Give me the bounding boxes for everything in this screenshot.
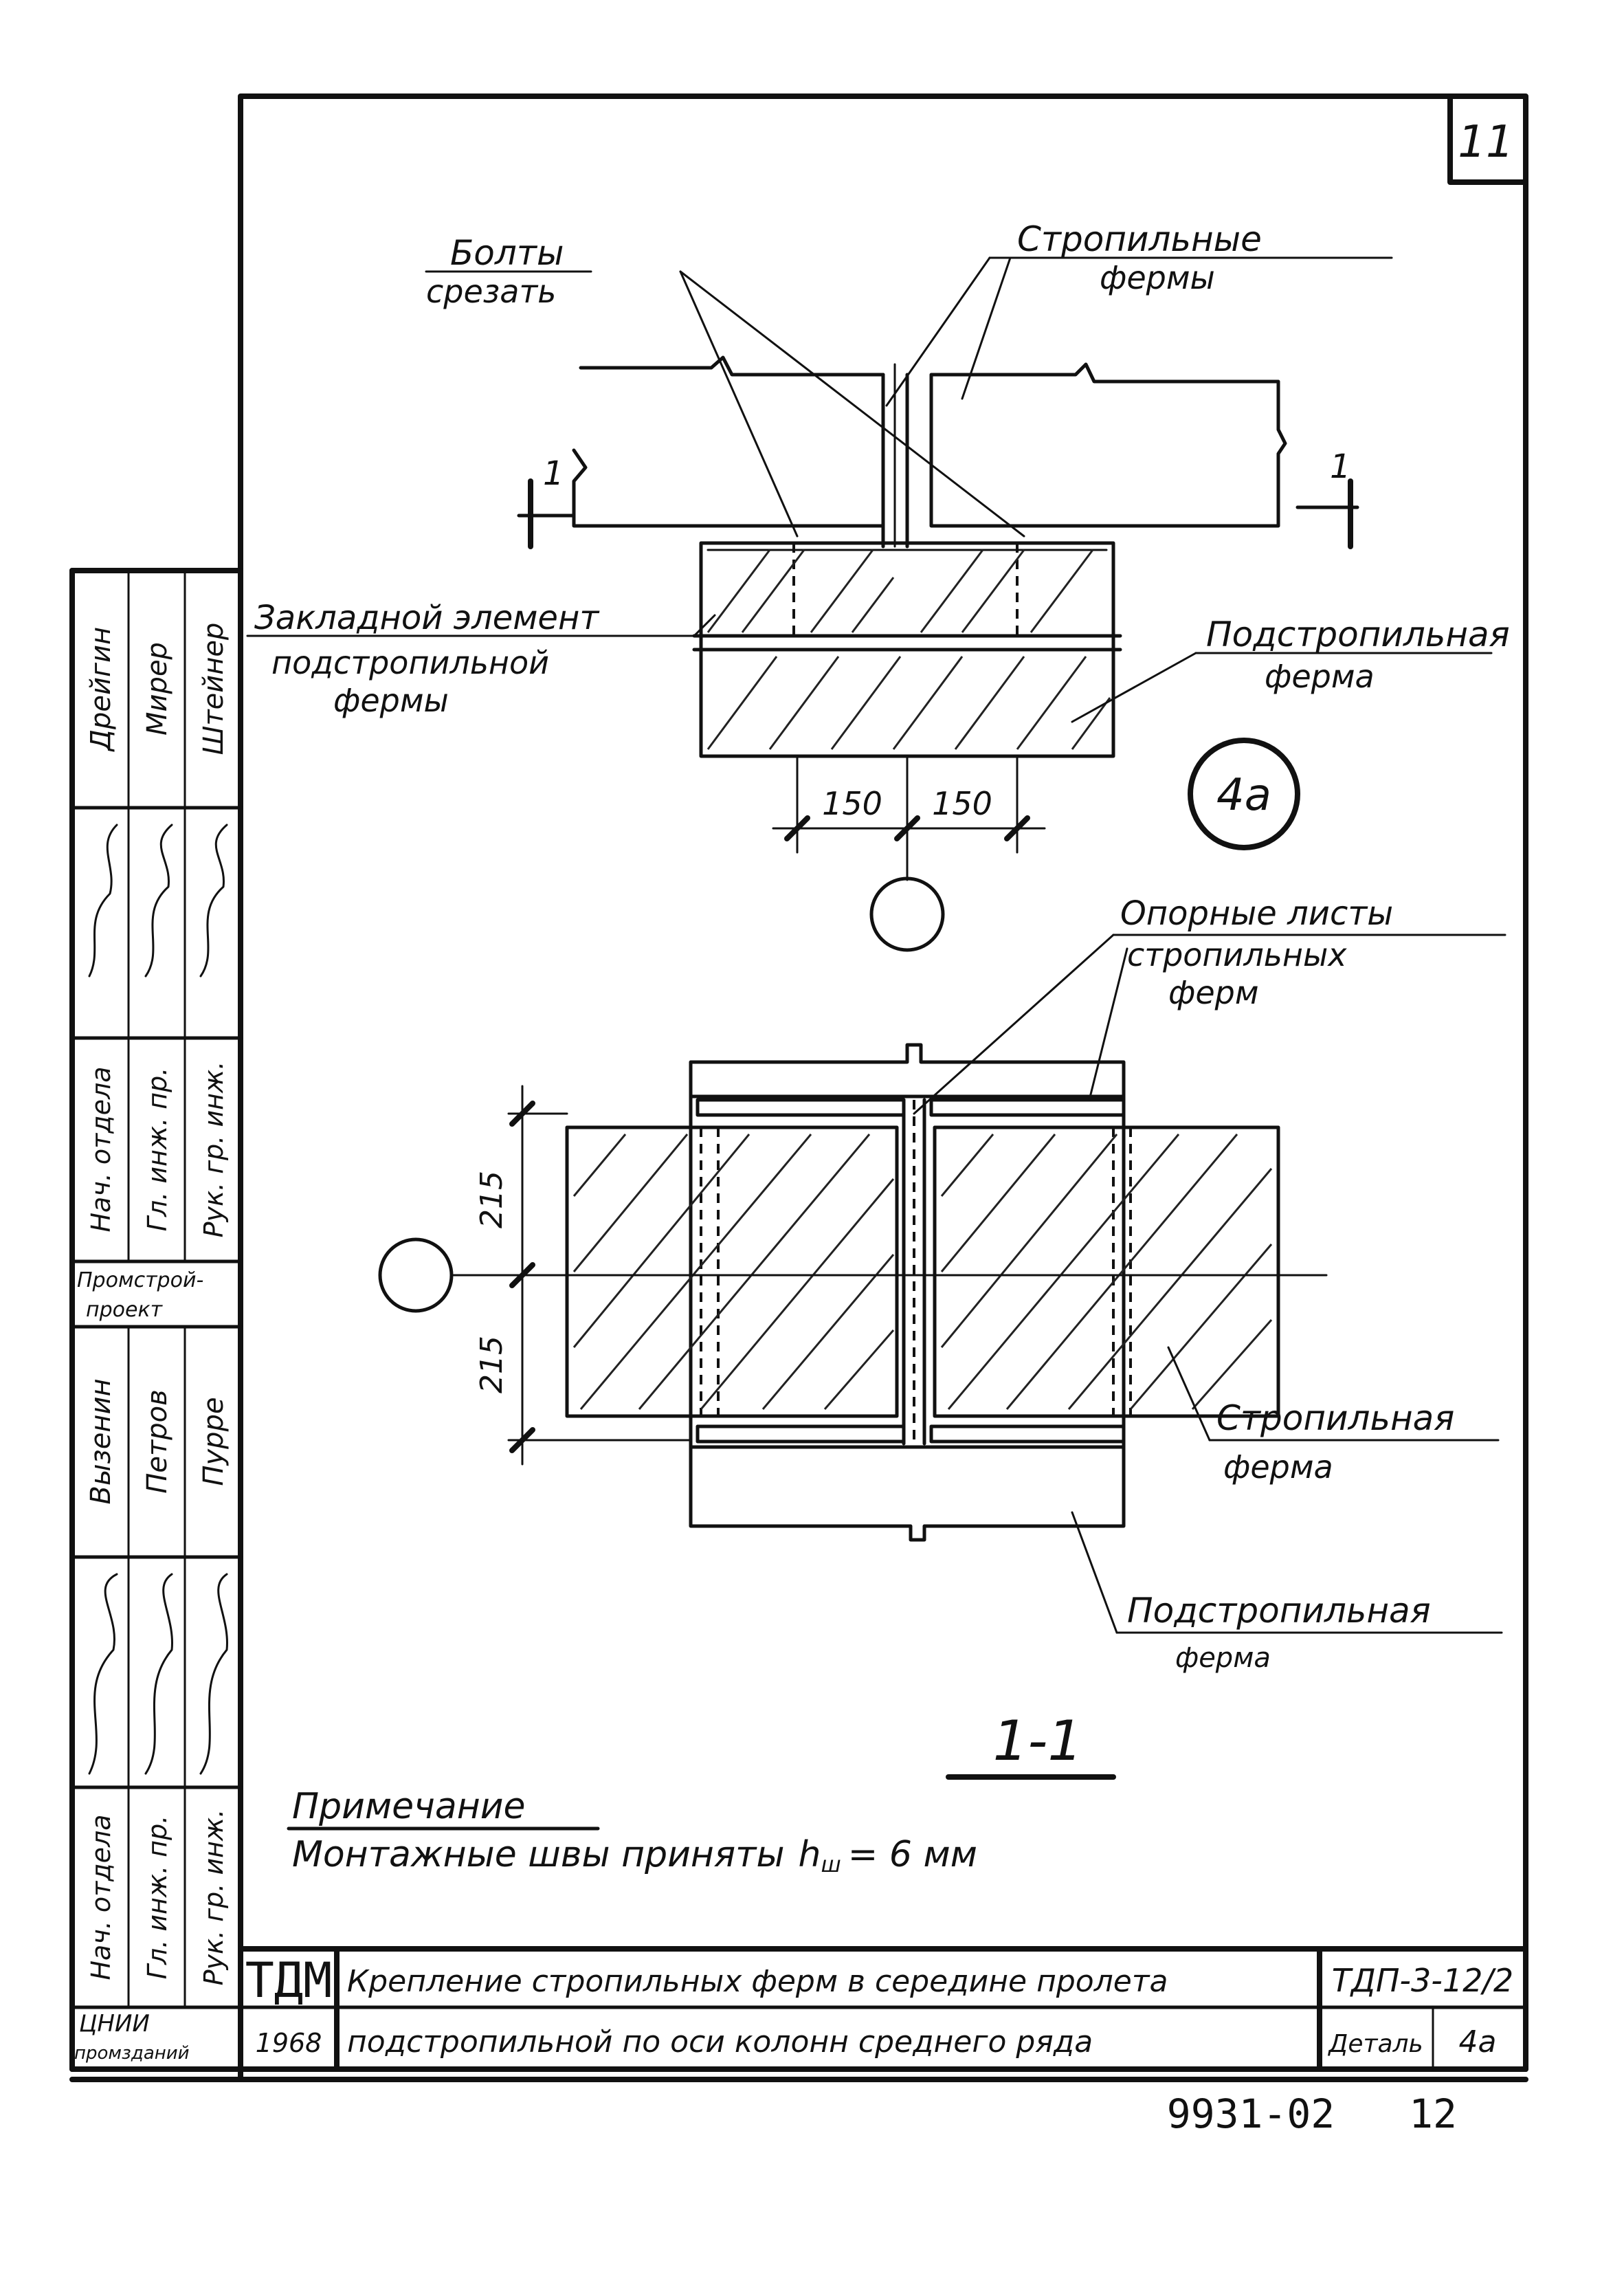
sheet-number: 11 xyxy=(1458,117,1513,168)
note-symbol: h xyxy=(799,1834,821,1875)
org-mark: ТДМ xyxy=(245,1952,332,2009)
label-sub-truss-top-2: ферма xyxy=(1265,658,1375,695)
stamp-institute: ЦНИИ xyxy=(79,2010,150,2038)
stamp-role-5: Гл. инж. пр. xyxy=(142,1815,173,1980)
stamp-role-6: Рук. гр. инж. xyxy=(199,1809,229,1986)
stamp-role-4: Нач. отдела xyxy=(86,1814,116,1980)
drawing-number: 9931-02 xyxy=(1167,2090,1335,2137)
dim-150-right: 150 xyxy=(932,785,992,822)
label-rafter-truss-1: Стропильная xyxy=(1216,1398,1454,1438)
leaders-section xyxy=(913,934,1506,1634)
label-embedded-2: подстропильной xyxy=(271,644,549,681)
label-rafter-trusses-1: Стропильные xyxy=(1017,219,1262,259)
sheet-frame xyxy=(69,93,1528,2082)
label-sub-truss-top-1: Подстропильная xyxy=(1206,615,1510,654)
label-support-sheets-1: Опорные листы xyxy=(1120,894,1393,933)
hatching-section-right xyxy=(940,1134,1273,1410)
note: Примечание Монтажные швы приняты hш = 6 мм xyxy=(287,1786,977,1877)
title-line2: подстропильной по оси колонн среднего ря… xyxy=(347,2024,1093,2060)
side-stamp: Дрейгин Мирер Штейнер Нач. отдела Гл. ин… xyxy=(69,568,243,2072)
signatures-1 xyxy=(88,824,228,978)
stamp-role-1: Нач. отдела xyxy=(86,1066,116,1232)
label-support-sheets-2: стропильных xyxy=(1127,936,1347,973)
detail-value: 4а xyxy=(1459,2024,1497,2060)
title-block: ТДМ 1968 Крепление стропильных ферм в се… xyxy=(238,1946,1528,2137)
hatching-section-left xyxy=(572,1134,895,1410)
stamp-name-2: Мирер xyxy=(142,642,173,736)
stamp-org-line2: проект xyxy=(86,1298,164,1322)
drawing-code: ТДП-3-12/2 xyxy=(1332,1962,1513,1999)
note-text-suffix: = 6 мм xyxy=(848,1834,977,1875)
stamp-role-2: Гл. инж. пр. xyxy=(142,1068,173,1232)
label-bolts-2: срезать xyxy=(426,273,556,310)
detail-label: Деталь xyxy=(1327,2030,1423,2058)
title-line1: Крепление стропильных ферм в середине пр… xyxy=(347,1964,1168,1999)
plan-view-top: 1 1 xyxy=(517,355,1359,952)
stamp-name-5: Петров xyxy=(142,1389,173,1493)
stamp-name-1: Дрейгин xyxy=(85,627,117,752)
leaders-top xyxy=(246,256,1493,723)
note-subscript: ш xyxy=(821,1851,841,1877)
stamp-institute-sub: промзданий xyxy=(74,2043,190,2064)
detail-mark: 4а xyxy=(1216,770,1271,821)
dim-215-top: 215 xyxy=(474,1171,509,1228)
sheet-number-box: 11 xyxy=(1447,93,1528,185)
note-heading: Примечание xyxy=(292,1786,526,1827)
axis-marker-section xyxy=(378,1237,454,1313)
note-text-prefix: Монтажные швы приняты xyxy=(292,1834,785,1875)
label-sub-truss-bottom-1: Подстропильная xyxy=(1127,1591,1431,1631)
label-rafter-trusses-2: фермы xyxy=(1100,259,1215,296)
label-rafter-truss-2: ферма xyxy=(1223,1448,1333,1486)
stamp-name-4: Вызенин xyxy=(85,1378,117,1504)
label-bolts-1: Болты xyxy=(450,233,564,273)
axis-marker-top xyxy=(869,876,945,952)
label-support-sheets-3: ферм xyxy=(1168,974,1259,1011)
dim-215-bottom: 215 xyxy=(474,1336,509,1393)
dim-150-left: 150 xyxy=(822,785,882,822)
stamp-org-line1: Промстрой- xyxy=(77,1268,203,1292)
section-mark-label: 1-1 xyxy=(993,1709,1083,1773)
detail-marker: 4а xyxy=(1188,738,1300,850)
section-mark: 1-1 xyxy=(946,1709,1116,1780)
cut-mark-right: 1 xyxy=(1330,448,1351,486)
stamp-name-6: Пурре xyxy=(198,1397,230,1486)
label-embedded-3: фермы xyxy=(333,682,449,719)
hatching-plan xyxy=(707,549,1111,750)
page-number: 12 xyxy=(1409,2090,1457,2137)
cut-mark-left: 1 xyxy=(543,454,564,493)
stamp-role-3: Рук. гр. инж. xyxy=(199,1061,229,1238)
stamp-name-3: Штейнер xyxy=(198,623,230,755)
signatures-2 xyxy=(88,1573,228,1775)
section-view: 215 215 xyxy=(378,1043,1328,1542)
label-sub-truss-bottom-2: ферма xyxy=(1175,1642,1271,1674)
year: 1968 xyxy=(256,2028,322,2058)
label-embedded-1: Закладной элемент xyxy=(254,599,600,637)
note-text: Монтажные швы приняты hш = 6 мм xyxy=(292,1834,977,1877)
